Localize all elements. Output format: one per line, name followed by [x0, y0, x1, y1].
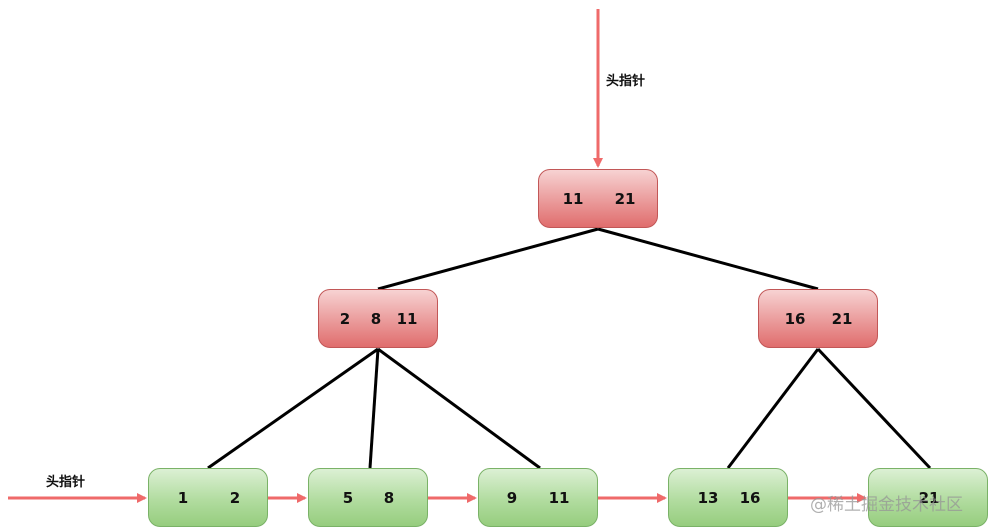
leaf-node-1: 1 2	[148, 468, 268, 527]
edge-internal-right-to-leaf-5	[816, 347, 932, 470]
leaf-5-key: 21	[918, 488, 940, 507]
root-key: 21	[614, 189, 636, 208]
internal-left-key: 8	[370, 309, 382, 328]
root-pointer-label: 头指针	[606, 74, 646, 89]
leaf-3-key: 9	[506, 488, 518, 507]
leaf-3-key: 11	[548, 488, 570, 507]
edge-internal-left-to-leaf-1	[207, 347, 379, 470]
leaf-pointer-label: 头指针	[46, 475, 86, 490]
leaf-4-key: 13	[697, 488, 719, 507]
internal-node-left: 2 8 11	[318, 289, 438, 348]
leaf-node-5: 21	[868, 468, 988, 527]
leaf-2-key: 5	[342, 488, 354, 507]
leaf-1-key: 1	[177, 488, 189, 507]
internal-right-key: 21	[831, 309, 853, 328]
edge-internal-right-to-leaf-4	[726, 348, 820, 469]
internal-right-key: 16	[784, 309, 806, 328]
edge-internal-left-to-leaf-3	[377, 347, 541, 470]
internal-left-key: 2	[339, 309, 351, 328]
root-node: 11 21	[538, 169, 658, 228]
edge-root-to-internal-left	[377, 227, 599, 291]
leaf-node-4: 13 16	[668, 468, 788, 527]
internal-left-key: 11	[396, 309, 418, 328]
leaf-node-2: 5 8	[308, 468, 428, 527]
edge-internal-left-to-leaf-2	[368, 348, 380, 469]
edge-root-to-internal-right	[597, 227, 819, 291]
leaf-1-key: 2	[229, 488, 241, 507]
leaf-2-key: 8	[383, 488, 395, 507]
leaf-node-3: 9 11	[478, 468, 598, 527]
root-key: 11	[562, 189, 584, 208]
internal-node-right: 16 21	[758, 289, 878, 348]
watermark: @稀土掘金技术社区	[810, 495, 963, 515]
leaf-4-key: 16	[739, 488, 761, 507]
